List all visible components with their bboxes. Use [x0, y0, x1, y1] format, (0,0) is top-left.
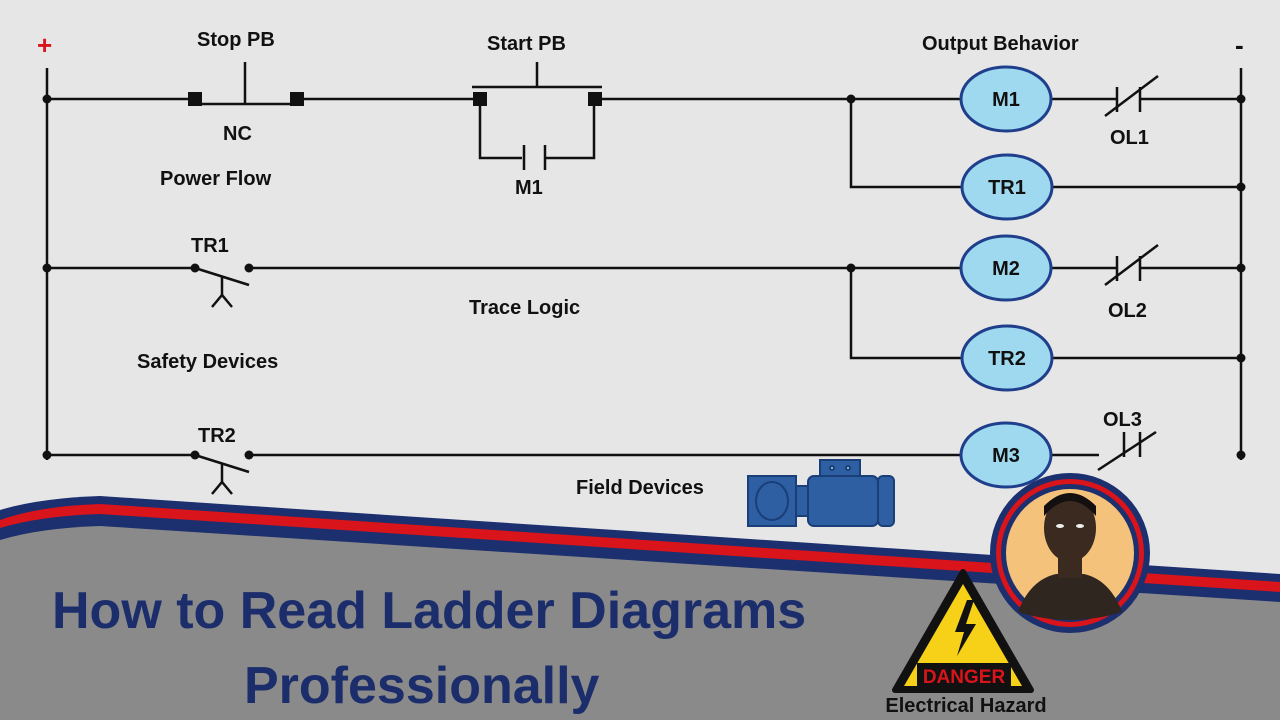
m1-seal-in-contact	[522, 145, 547, 170]
overload-ol3	[1097, 430, 1157, 472]
ol1-label: OL1	[1110, 127, 1149, 149]
coil-m1: M1	[959, 65, 1053, 133]
power-flow-label: Power Flow	[160, 168, 272, 190]
motor-icon	[747, 459, 895, 527]
coil-tr1-label: TR1	[988, 177, 1026, 199]
stop-pb-label: Stop PB	[197, 29, 275, 51]
field-devices-label: Field Devices	[576, 477, 704, 499]
seal-in-contact-label: M1	[515, 177, 543, 199]
overload-ol1	[1104, 75, 1159, 117]
tr2-timer-contact	[194, 453, 250, 495]
tr1-contact-label: TR1	[191, 235, 229, 257]
coil-m3-label: M3	[992, 445, 1020, 467]
rung-2	[47, 266, 1241, 360]
tr1-timer-contact	[194, 266, 250, 308]
lightning-bolt-icon	[955, 600, 976, 656]
stop-pb-state-label: NC	[223, 123, 252, 145]
coil-tr2-label: TR2	[988, 348, 1026, 370]
rung-1	[47, 97, 1241, 189]
ol2-label: OL2	[1108, 300, 1147, 322]
coil-tr2: TR2	[960, 324, 1054, 392]
title-line-1: How to Read Ladder Diagrams	[52, 582, 806, 640]
positive-rail-label: +	[37, 30, 52, 60]
junction-dots	[42, 94, 1246, 460]
coil-m3: M3	[959, 421, 1053, 489]
output-behavior-label: Output Behavior	[922, 33, 1079, 55]
presenter-avatar	[990, 473, 1150, 633]
danger-warning-sign	[892, 569, 1034, 693]
coil-m2: M2	[959, 234, 1053, 302]
start-pb-label: Start PB	[487, 33, 566, 55]
trace-logic-label: Trace Logic	[469, 297, 580, 319]
safety-devices-label: Safety Devices	[137, 351, 278, 373]
negative-rail-label: -	[1235, 30, 1244, 60]
danger-caption: Electrical Hazard	[885, 695, 1046, 717]
ol3-label: OL3	[1103, 409, 1142, 431]
overload-ol2	[1104, 244, 1159, 286]
coil-m2-label: M2	[992, 258, 1020, 280]
start-pb-contact	[472, 62, 602, 106]
coil-m1-label: M1	[992, 89, 1020, 111]
title-line-2: Professionally	[244, 657, 600, 715]
stop-pb-contact	[188, 62, 304, 106]
danger-word: DANGER	[923, 667, 1006, 688]
tr2-contact-label: TR2	[198, 425, 236, 447]
coil-tr1: TR1	[960, 153, 1054, 221]
